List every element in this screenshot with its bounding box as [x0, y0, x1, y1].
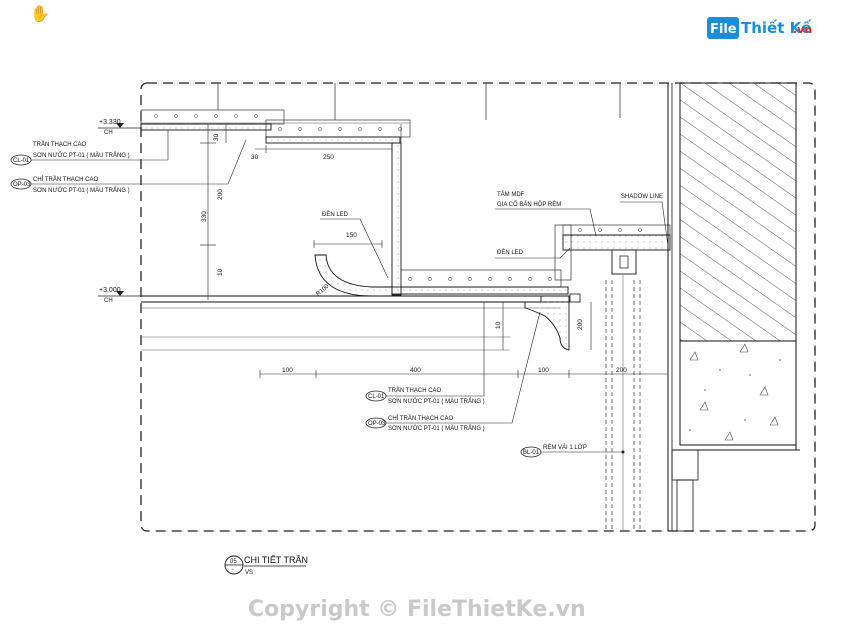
callout-curtain-tag: BL-01 [523, 450, 540, 456]
detail-title-block: 05 - CHI TIẾT TRẦN VS [224, 555, 308, 576]
callout-mid-1-line2: SƠN NƯỚC PT-01 ( MÀU TRẮNG ) [388, 397, 485, 405]
dimension-lines [200, 123, 669, 378]
callout-left-2-line2: SƠN NƯỚC PT-01 ( MÀU TRẮNG ) [33, 186, 130, 194]
logo-badge [707, 17, 739, 39]
dim-10: 10 [217, 268, 224, 276]
dim-150: 150 [346, 232, 357, 239]
callout-mid-1-tag: CL-01 [368, 394, 385, 400]
callout-mid-2-tag: OP-03 [368, 421, 386, 427]
callout-left-1-tag: CL-01 [13, 158, 30, 164]
dim-200: 200 [217, 189, 224, 200]
callout-left-1-line2: SƠN NƯỚC PT-01 ( MÀU TRẮNG ) [33, 151, 130, 159]
level-marker-bottom: +3.000 CH [98, 287, 141, 304]
level-top-value: +3.330 [99, 119, 121, 126]
crown-moulding [524, 295, 570, 351]
callout-curtain: BL-01 RÈM VẢI 1 LỚP [520, 444, 625, 458]
curved-cove [314, 254, 393, 297]
dim-330: 330 [201, 211, 208, 222]
detail-number: 05 [230, 559, 237, 565]
dim-30-horizontal: 30 [251, 154, 259, 161]
level-top-code: CH [104, 130, 113, 136]
detail-scale: VS [245, 570, 253, 576]
logo-name: Thiết Kế [741, 18, 812, 37]
hand-cursor-icon: ✋ [30, 6, 50, 23]
logo-tld: .vn [793, 23, 812, 36]
logo-badge-text: File [710, 22, 737, 37]
radius-label: R100 [315, 283, 330, 297]
hanger-rods [217, 83, 621, 120]
lower-ceiling [141, 269, 569, 351]
dim-400: 400 [410, 367, 421, 374]
mdf-label-line2: GIA CỐ BÁN HỘP RÈM [497, 201, 561, 208]
site-logo: File Thiết Kế .vn [707, 17, 812, 39]
dim-30-vertical: 30 [213, 133, 220, 141]
led-label-1: ĐÈN LED [320, 211, 389, 279]
drawing-frame [140, 82, 816, 532]
callout-mid-2: OP-03 CHỈ TRẦN THẠCH CAO SƠN NƯỚC PT-01 … [365, 311, 541, 432]
callout-left-1: CL-01 TRẦN THẠCH CAO SƠN NƯỚC PT-01 ( MÀ… [10, 130, 169, 166]
led-label-1-text: ĐÈN LED [322, 211, 349, 218]
upper-ceiling [140, 109, 411, 144]
led-label-2-text: ĐÈN LED [497, 249, 524, 256]
callout-curtain-label: RÈM VẢI 1 LỚP [543, 444, 587, 451]
dim-10-bottom: 10 [495, 321, 502, 329]
level-bottom-value: +3.000 [99, 287, 121, 294]
dim-200-bottom: 200 [577, 319, 584, 330]
callout-left-2-line1: CHỈ TRẦN THẠCH CAO [33, 176, 98, 183]
dim-250: 250 [323, 154, 334, 161]
mdf-label: TẤM MDF GIA CỐ BÁN HỘP RÈM [495, 191, 597, 237]
wall-section [667, 82, 800, 532]
shadow-line-label: SHADOW LINE [620, 194, 669, 247]
callout-mid-2-line2: SƠN NƯỚC PT-01 ( MÀU TRẮNG ) [388, 424, 485, 432]
level-bottom-code: CH [104, 298, 113, 304]
callout-mid-1: CL-01 TRẦN THẠCH CAO SƠN NƯỚC PT-01 ( MÀ… [365, 302, 485, 405]
curtain-box [554, 224, 671, 303]
dim-100-right: 100 [538, 367, 549, 374]
callout-mid-2-line1: CHỈ TRẦN THẠCH CAO [388, 415, 453, 422]
copyright-watermark: Copyright © FileThietKe.vn [248, 597, 586, 622]
dim-200-right: 200 [616, 367, 627, 374]
level-marker-top: +3.330 CH [98, 119, 141, 136]
mdf-label-line1: TẤM MDF [497, 191, 525, 198]
callout-mid-1-line1: TRẦN THẠCH CAO [388, 387, 442, 394]
callout-left-2-tag: OP-03 [13, 182, 31, 188]
detail-sheet: - [232, 567, 234, 573]
recess-wall [391, 142, 402, 296]
callout-left-1-line1: TRẦN THẠCH CAO [33, 141, 87, 148]
dim-100-left: 100 [282, 367, 293, 374]
shadow-line-text: SHADOW LINE [621, 194, 663, 200]
detail-title: CHI TIẾT TRẦN [244, 555, 308, 565]
callout-left-2: OP-03 CHỈ TRẦN THẠCH CAO SƠN NƯỚC PT-01 … [10, 139, 247, 194]
led-label-2: ĐÈN LED [495, 247, 571, 259]
